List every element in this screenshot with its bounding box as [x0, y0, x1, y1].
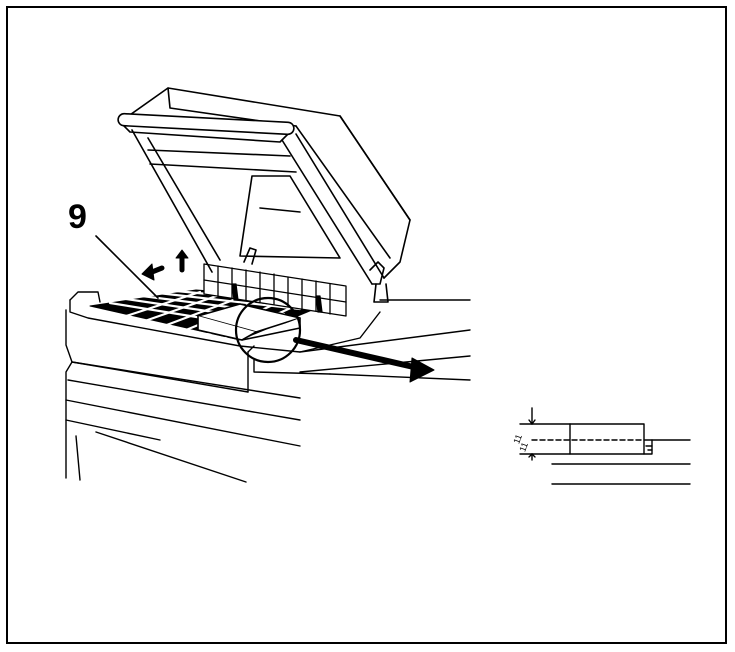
arrow-up-icon — [175, 249, 189, 273]
callout-label-9: 9 — [68, 198, 87, 236]
detail-view — [519, 407, 691, 485]
document-block — [197, 303, 301, 341]
pointer-arrow-icon — [293, 337, 435, 383]
open-lid — [117, 87, 411, 303]
panel-clips — [231, 283, 323, 313]
magnifier-circle-icon — [234, 296, 302, 364]
callout-leader-line — [95, 235, 159, 299]
direction-arrows — [141, 249, 189, 281]
arrow-left-icon — [141, 263, 165, 281]
back-panel — [203, 263, 347, 317]
